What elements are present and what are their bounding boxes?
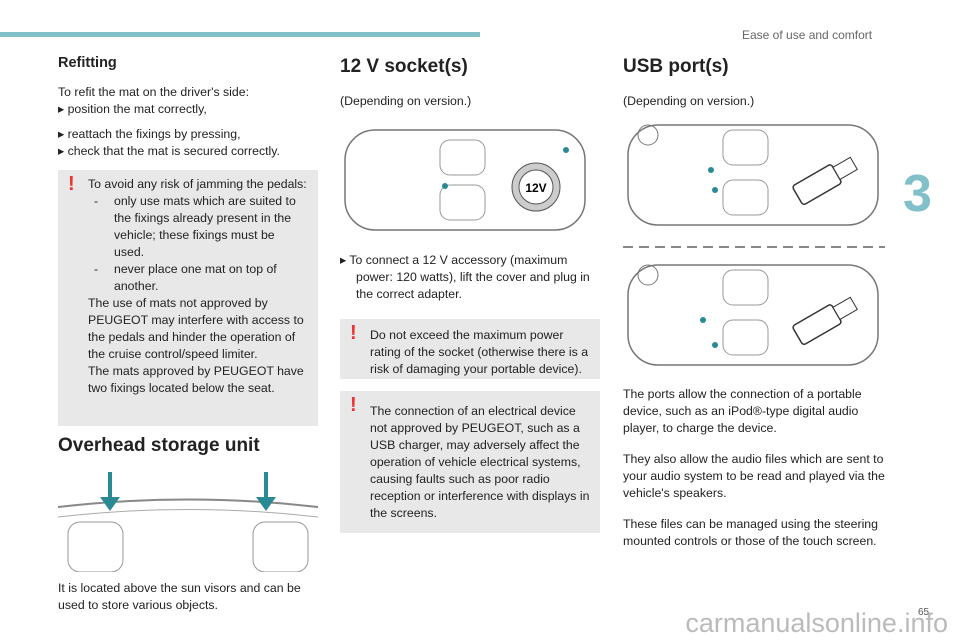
watermark: carmanualsonline.info [685, 608, 948, 638]
overhead-heading: Overhead storage unit [58, 435, 260, 456]
page-number: 65 [918, 607, 930, 618]
column-mats: Refitting To refit the mat on the driver… [58, 55, 318, 618]
warning-box: ! To avoid any risk of jamming the pedal… [58, 170, 318, 426]
bullet: ▸ To connect a 12 V accessory (maximum p… [340, 253, 590, 301]
depending-text: (Depending on version.) [340, 94, 472, 108]
overhead-storage-illustration [58, 472, 318, 572]
section-title: Ease of use and comfort [742, 28, 873, 42]
overhead-text: It is located above the sun visors and c… [58, 581, 301, 612]
usb-port-illustration [623, 124, 885, 366]
warning-icon: ! [350, 322, 357, 344]
warning-box: ! Do not exceed the maximum power rating… [340, 319, 600, 379]
warning-icon: ! [68, 173, 75, 195]
warning-text: To avoid any risk of jamming the pedals: [88, 177, 307, 191]
usb-text: They also allow the audio files which ar… [623, 452, 885, 500]
header-bar [0, 32, 480, 37]
warning-text: The use of mats not approved by PEUGEOT … [88, 296, 304, 361]
bullet: ▸ reattach the fixings by pressing, [58, 127, 241, 141]
warning-text: The connection of an electrical device n… [370, 404, 590, 520]
12v-socket-illustration: 12V [344, 129, 586, 231]
usb-text: These files can be managed using the ste… [623, 517, 878, 548]
usb-text: The ports allow the connection of a port… [623, 387, 862, 435]
warning-box: ! The connection of an electrical device… [340, 391, 600, 533]
warning-text: Do not exceed the maximum power rating o… [370, 328, 589, 376]
bullet: ▸ position the mat correctly, [58, 102, 207, 116]
socket-label: 12V [525, 181, 546, 195]
depending-text: (Depending on version.) [623, 94, 755, 108]
usb-heading: USB port(s) [623, 56, 729, 77]
column-12v: 12 V socket(s) (Depending on version.) 1… [340, 55, 600, 533]
refitting-heading: Refitting [58, 55, 117, 71]
warning-text: The mats approved by PEUGEOT have two fi… [88, 364, 304, 395]
socket-heading: 12 V socket(s) [340, 56, 468, 77]
warning-dash: -never place one mat on top of another. [94, 262, 277, 293]
chapter-number: 3 [903, 165, 932, 223]
warning-dash: -only use mats which are suited to the f… [94, 194, 296, 259]
bullet: ▸ check that the mat is secured correctl… [58, 144, 280, 158]
refit-intro: To refit the mat on the driver's side: [58, 85, 249, 99]
warning-icon: ! [350, 394, 357, 416]
column-usb: USB port(s) (Depending on version.) The … [623, 55, 885, 554]
